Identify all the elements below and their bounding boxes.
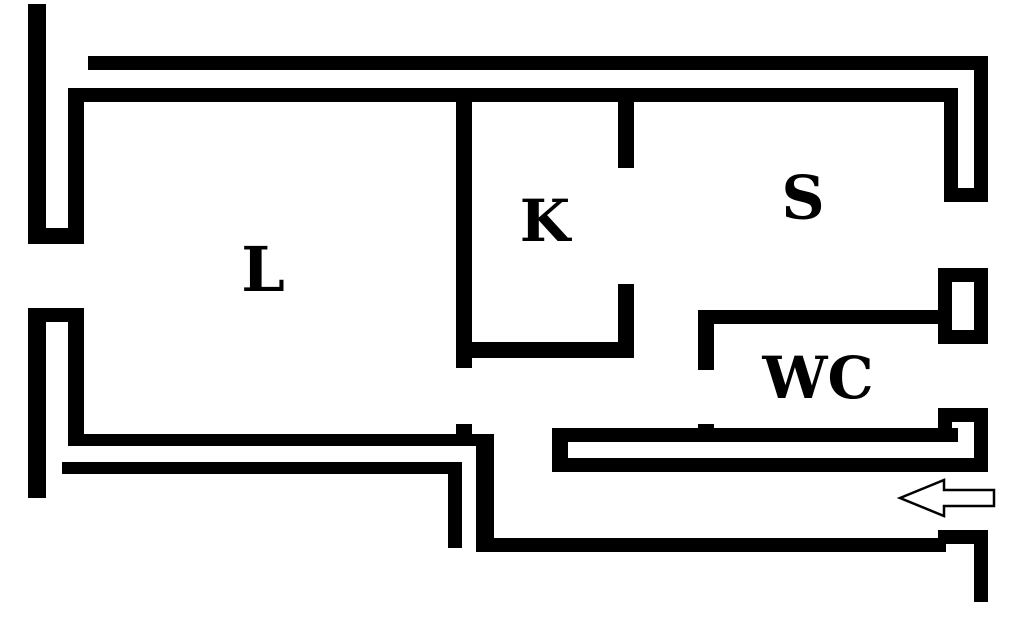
- kitchen-walls: [456, 98, 634, 436]
- wc-walls: [552, 268, 988, 472]
- room-label-sleeping: S: [781, 164, 824, 234]
- room-label-living: L: [241, 233, 285, 306]
- room-label-toilet: WC: [761, 344, 873, 412]
- room-label-kitchen: K: [520, 187, 573, 255]
- exterior-walls: [28, 4, 988, 602]
- arrow-left-icon: [896, 478, 996, 518]
